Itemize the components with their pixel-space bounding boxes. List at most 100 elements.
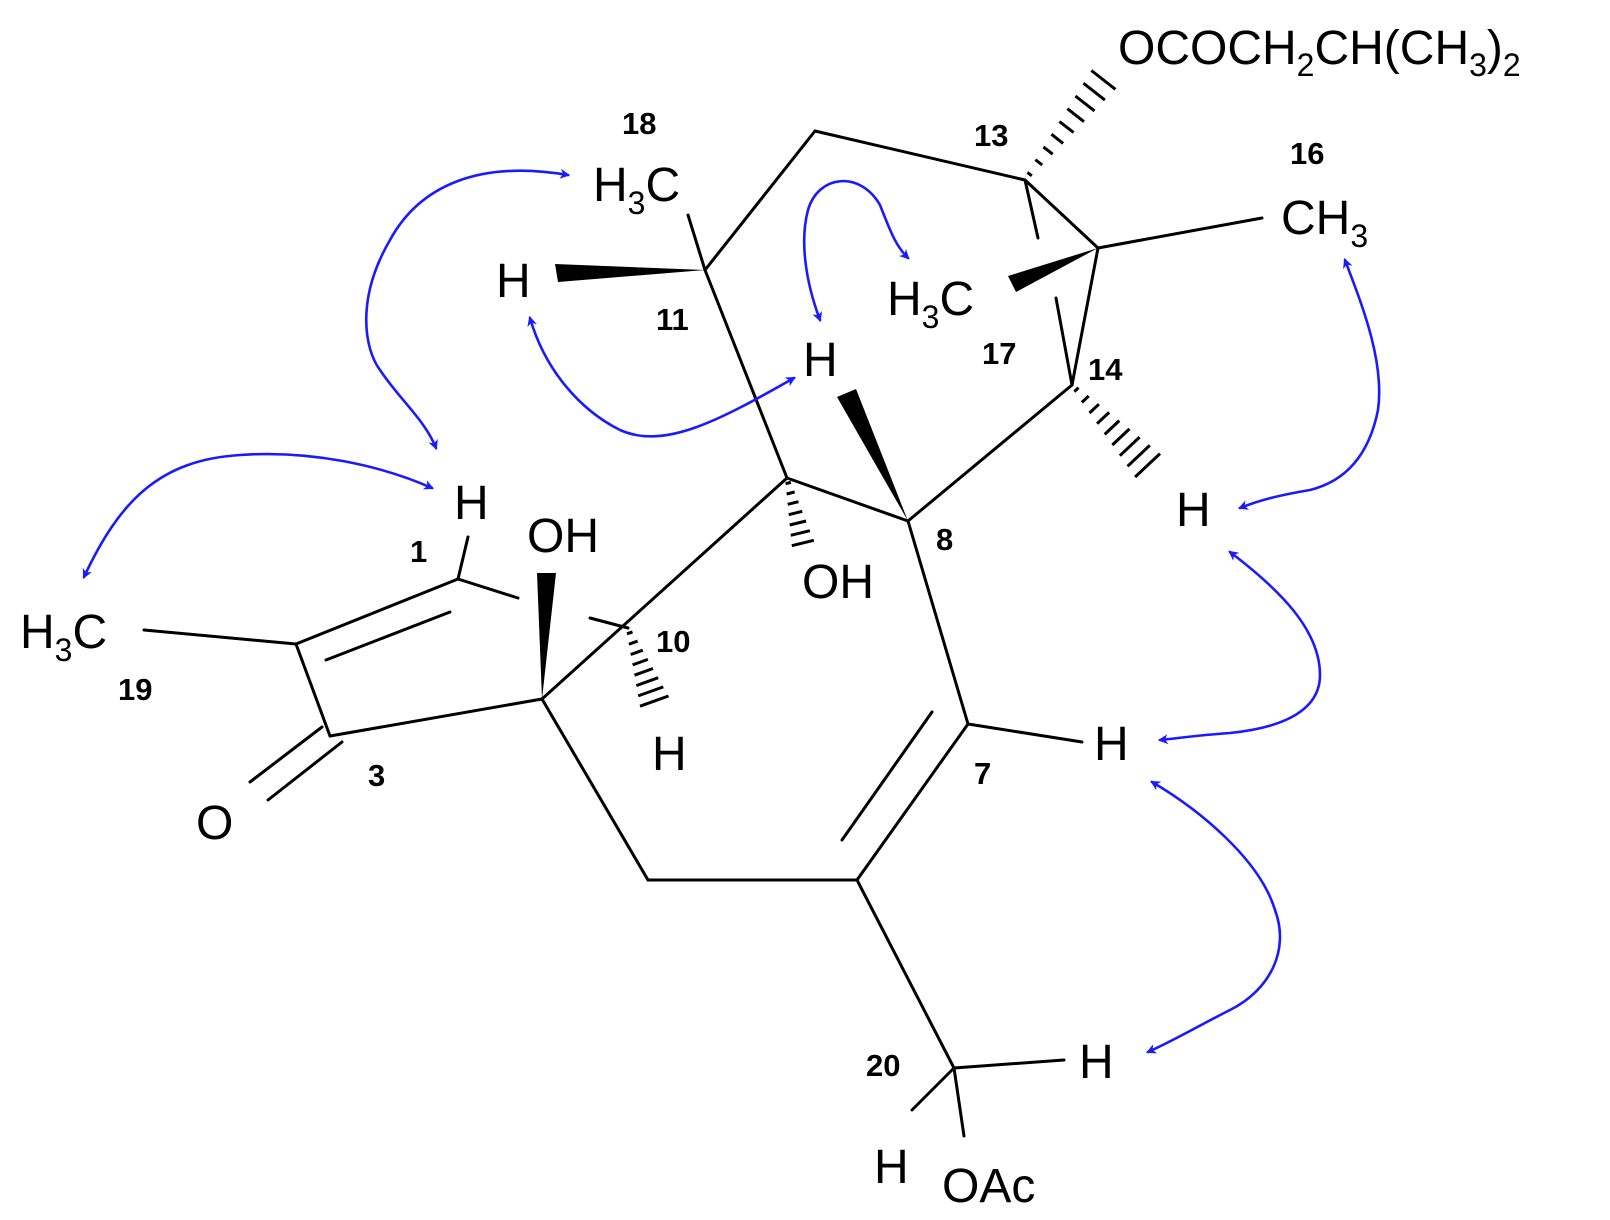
hash-c14-h-stroke — [1118, 436, 1141, 457]
position-numbers: 18 13 16 11 17 14 1 8 10 19 3 7 20 — [118, 106, 1324, 1083]
label-methyl-18: H3C — [593, 159, 680, 221]
hash-c9-oh-stroke — [789, 519, 807, 527]
bond-c12-c13 — [813, 129, 1027, 182]
label-h-11: H — [496, 255, 531, 308]
bond-c1-c2-inner — [324, 610, 452, 662]
me17-post: C — [939, 273, 974, 326]
hash-c14-h-stroke — [1080, 394, 1090, 404]
number-20: 20 — [866, 1048, 900, 1083]
me18-sub: 3 — [628, 185, 646, 221]
bond-c4-c10 — [540, 476, 789, 701]
bond-c4-c5 — [540, 697, 650, 882]
bond-c20-oac — [952, 1066, 966, 1138]
label-oh-9: OH — [802, 556, 874, 609]
hash-c13-ester-stroke — [1050, 133, 1065, 145]
me17-pre: H — [887, 273, 922, 326]
label-methyl-19: H3C — [20, 606, 107, 668]
label-methyl-16: CH3 — [1281, 192, 1368, 254]
label-h-20a: H — [1079, 1036, 1114, 1089]
bond-c15-c16 — [1096, 216, 1264, 250]
ester-sub-1: 2 — [1297, 47, 1315, 83]
bond-c15-c14 — [1070, 246, 1100, 387]
bond-c3-c4 — [328, 697, 544, 738]
me19-post: C — [72, 606, 107, 659]
label-h-10: H — [652, 728, 687, 781]
number-8: 8 — [936, 522, 953, 557]
number-14: 14 — [1088, 352, 1123, 387]
ester-end: ) — [1487, 22, 1503, 75]
arrow-me16-h14 — [1238, 257, 1381, 510]
arrow-h9-me17 — [802, 179, 910, 323]
label-h-14: H — [1176, 484, 1211, 537]
hash-c9-oh-stroke — [791, 538, 815, 548]
bond-c3-o-double-a — [248, 725, 324, 784]
hash-c14-h-stroke — [1126, 444, 1151, 468]
bond-c1-c2-double — [294, 577, 460, 646]
ester-main: OCOCH — [1118, 22, 1297, 75]
hash-c9-oh-stroke — [787, 500, 799, 506]
hash-c10-h-stroke — [635, 676, 659, 688]
number-11: 11 — [656, 302, 689, 337]
ester-mid: CH(CH — [1314, 22, 1469, 75]
label-ester-group: OCOCH2CH(CH3)2 — [1118, 22, 1521, 83]
bond-c20-h20a — [952, 1058, 1066, 1070]
arrow-h14-h7 — [1157, 550, 1322, 745]
bond-c13-c14 — [1023, 178, 1040, 240]
number-19: 19 — [118, 672, 152, 707]
number-10: 10 — [656, 624, 690, 659]
hash-c10-h-stroke — [626, 630, 633, 636]
hash-c13-ester-stroke — [1066, 107, 1085, 123]
ester-sub-2: 3 — [1469, 47, 1487, 83]
hash-c14-h-stroke — [1134, 452, 1162, 479]
hash-c10-h-stroke — [637, 685, 664, 698]
label-methyl-17: H3C — [887, 273, 974, 335]
hash-c9-oh-stroke — [785, 480, 792, 486]
hash-c10-h-stroke — [633, 667, 654, 677]
hash-c13-ester-stroke — [1090, 69, 1117, 91]
wedge-c15-c17 — [1008, 248, 1098, 292]
wedge-c11-h — [555, 264, 705, 282]
bond-c6-c20 — [855, 878, 956, 1070]
number-3: 3 — [368, 758, 385, 793]
hash-c9-oh-stroke — [790, 529, 811, 537]
bond-c20-h20b — [910, 1066, 956, 1112]
correlation-arrows — [82, 168, 1381, 1054]
number-13: 13 — [974, 118, 1008, 153]
bond-c11-c18 — [686, 213, 707, 272]
bond-c3-o-double-b — [266, 740, 344, 802]
label-h-9: H — [803, 334, 838, 387]
label-h-7: H — [1094, 718, 1129, 771]
wedge-c4-oh — [537, 573, 556, 699]
bond-c11-c12 — [703, 129, 817, 272]
wedge-c8-h — [837, 389, 908, 521]
hash-c14-h-stroke — [1111, 427, 1131, 447]
hash-c10-h-stroke — [630, 648, 644, 656]
hashed-bonds — [626, 69, 1162, 708]
hash-c9-oh-stroke — [788, 509, 803, 517]
bond-c7-c8 — [906, 519, 970, 726]
me16-pre: CH — [1281, 192, 1350, 245]
label-oxygen-3: O — [196, 797, 233, 850]
bond-c14-c8 — [906, 383, 1074, 523]
bond-c13-c15 — [1023, 178, 1100, 250]
hash-c10-h-stroke — [628, 639, 639, 646]
number-7: 7 — [974, 756, 991, 791]
bond-c2-c3 — [294, 642, 332, 738]
hash-c14-h-stroke — [1103, 419, 1121, 436]
me16-sub: 3 — [1350, 218, 1368, 254]
hash-c13-ester-stroke — [1026, 171, 1033, 177]
hash-c9-oh-stroke — [786, 490, 796, 496]
number-16: 16 — [1290, 136, 1324, 171]
hash-c13-ester-stroke — [1034, 158, 1044, 167]
bond-c2-c19 — [142, 628, 298, 646]
bond-c7-h7 — [966, 722, 1084, 744]
number-1: 1 — [410, 534, 427, 569]
number-18: 18 — [622, 106, 656, 141]
bond-c6-c7-inner — [840, 710, 934, 842]
arrow-h7-h20 — [1146, 780, 1282, 1054]
hash-c10-h-stroke — [639, 694, 670, 708]
hash-c13-ester-stroke — [1082, 82, 1106, 102]
me18-pre: H — [593, 159, 628, 212]
hash-c10-h-stroke — [632, 657, 649, 667]
